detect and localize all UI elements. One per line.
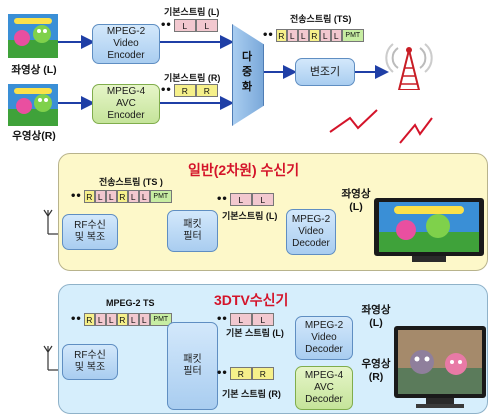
- receiver-3d-es-r-label: 기본 스트림 (R): [222, 389, 281, 399]
- packet-cell: R: [116, 313, 128, 326]
- es-left-label: 기본스트림 (L): [164, 7, 220, 17]
- packet-cell: L: [105, 190, 117, 203]
- receiver-2d-packet-filter: 패킷 필터: [167, 210, 218, 252]
- packet-cell: R: [116, 190, 128, 203]
- stream-dots: ••: [70, 314, 82, 325]
- packet-cell: R: [83, 313, 95, 326]
- pmt-cell: PMT: [341, 29, 364, 42]
- stream-dots: ••: [216, 368, 228, 379]
- receiver-2d-output-label: 좌영상 (L): [341, 188, 371, 213]
- packet-cell: L: [251, 313, 274, 326]
- right-view-image: [8, 84, 58, 126]
- packet-cell: L: [195, 19, 218, 32]
- receiver-3d-avc-decoder: MPEG-4 AVC Decoder: [295, 366, 353, 410]
- packet-cell: L: [173, 19, 196, 32]
- receiver-3d-rf-demod: RF수신 및 복조: [62, 344, 118, 380]
- tv-2d-icon: [374, 198, 484, 262]
- multiplexer-label: 다 중 화: [241, 51, 253, 93]
- packet-cell: R: [229, 367, 252, 380]
- packet-cell: L: [297, 29, 309, 42]
- avc-encoder: MPEG-4 AVC Encoder: [92, 84, 160, 124]
- stream-dots: ••: [70, 191, 82, 202]
- left-view-label: 좌영상 (L): [11, 64, 57, 76]
- receiver-2d-es-label: 기본스트림 (L): [222, 211, 278, 221]
- stream-dots: ••: [216, 314, 228, 325]
- receiver-2d-title: 일반(2차원) 수신기: [188, 162, 300, 178]
- modulator: 변조기: [295, 58, 355, 86]
- lightning-bolt-2: [399, 117, 433, 144]
- pmt-cell: PMT: [149, 190, 172, 203]
- receiver-3d-out-l-label: 좌영상 (L): [361, 304, 391, 329]
- receiver-3d-out-r-label: 우영상 (R): [361, 358, 391, 383]
- es-right-stream: •• R R: [160, 84, 218, 97]
- tv-3d-icon: [394, 326, 486, 408]
- packet-cell: L: [138, 313, 150, 326]
- receiver-3d-es-r-stream: •• R R: [216, 367, 274, 380]
- receiver-3d-mpeg2-decoder: MPEG-2 Video Decoder: [295, 316, 353, 360]
- receiver-3d-title: 3DTV수신기: [214, 292, 289, 308]
- receiver-2d-ts-stream: •• R L L R L L PMT: [70, 190, 172, 203]
- packet-cell: R: [275, 29, 287, 42]
- packet-cell: L: [286, 29, 298, 42]
- receiver-3d-packet-filter: 패킷 필터: [167, 322, 218, 410]
- packet-cell: R: [251, 367, 274, 380]
- packet-cell: L: [229, 313, 252, 326]
- packet-cell: L: [94, 313, 106, 326]
- packet-cell: R: [195, 84, 218, 97]
- pmt-cell: PMT: [149, 313, 172, 326]
- packet-cell: L: [94, 190, 106, 203]
- es-right-label: 기본스트림 (R): [164, 73, 221, 83]
- packet-cell: L: [229, 193, 252, 206]
- packet-cell: L: [105, 313, 117, 326]
- packet-cell: R: [173, 84, 196, 97]
- right-view-label: 우영상(R): [12, 130, 56, 142]
- receiver-3d-ts-label: MPEG-2 TS: [106, 298, 155, 308]
- receiver-3d-es-l-label: 기본 스트림 (L): [226, 328, 284, 338]
- stream-dots: ••: [216, 194, 228, 205]
- receiver-2d-mpeg2-decoder: MPEG-2 Video Decoder: [286, 209, 336, 255]
- packet-cell: R: [308, 29, 320, 42]
- left-view-image: [8, 14, 58, 58]
- lightning-bolt-1: [329, 109, 378, 133]
- receiver-2d-ts-label: 전송스트림 (TS ): [99, 177, 163, 187]
- stream-dots: ••: [160, 85, 172, 96]
- receiver-3d-es-l-stream: •• L L: [216, 313, 274, 326]
- receiver-2d-rf-demod: RF수신 및 복조: [62, 214, 118, 250]
- es-left-stream: •• L L: [160, 19, 218, 32]
- stream-dots: ••: [160, 20, 172, 31]
- receiver-3d-ts-stream: •• R L L R L L PMT: [70, 313, 172, 326]
- ts-stream: •• R L L R L L PMT: [262, 29, 364, 42]
- ts-label: 전송스트림 (TS): [290, 14, 352, 24]
- broadcast-antenna-icon: [385, 43, 433, 90]
- receiver-2d-es-stream: •• L L: [216, 193, 274, 206]
- stream-dots: ••: [262, 30, 274, 41]
- mpeg2-encoder: MPEG-2 Video Encoder: [92, 24, 160, 64]
- packet-cell: L: [330, 29, 342, 42]
- packet-cell: R: [83, 190, 95, 203]
- packet-cell: L: [127, 313, 139, 326]
- packet-cell: L: [319, 29, 331, 42]
- packet-cell: L: [138, 190, 150, 203]
- packet-cell: L: [127, 190, 139, 203]
- multiplexer: [232, 24, 264, 126]
- packet-cell: L: [251, 193, 274, 206]
